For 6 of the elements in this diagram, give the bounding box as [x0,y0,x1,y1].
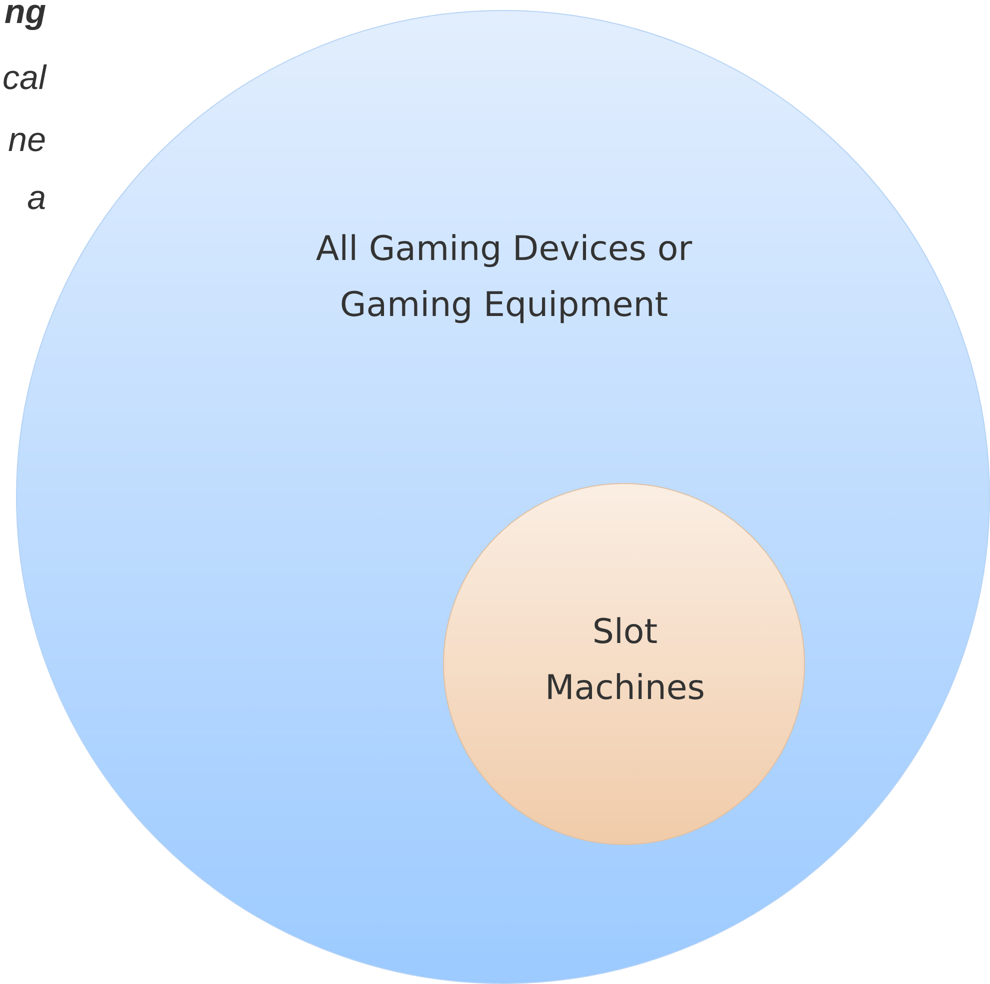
circle-label: All Gaming Devices or Gaming Equipment [314,228,694,327]
text-fragment: cal [2,58,46,98]
circle-label: Slot Machines [544,611,706,710]
text-fragment: ne [8,120,46,160]
text-fragment: ng [4,0,46,32]
text-fragment: a [27,178,46,218]
